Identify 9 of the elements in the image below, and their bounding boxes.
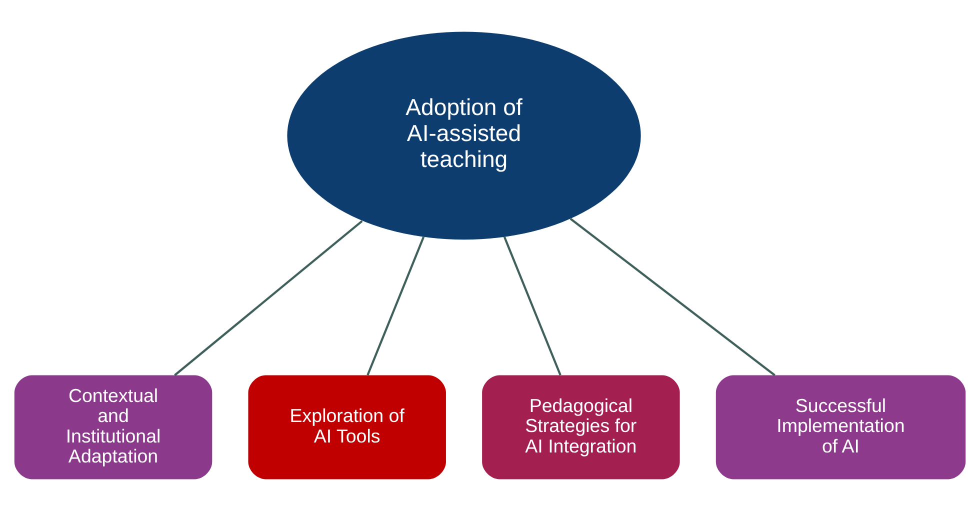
node-box: Successful Implementation of AI [716,375,966,480]
connector [174,220,363,376]
node-box: Pedagogical Strategies for AI Integration [482,375,680,480]
node-ellipse: Adoption of AI-assisted teaching [287,32,641,240]
connector [503,236,562,376]
node-box: Exploration of AI Tools [248,375,446,480]
connector [570,218,776,376]
node-box: Contextual and Institutional Adaptation [14,375,212,480]
connector [366,236,425,376]
